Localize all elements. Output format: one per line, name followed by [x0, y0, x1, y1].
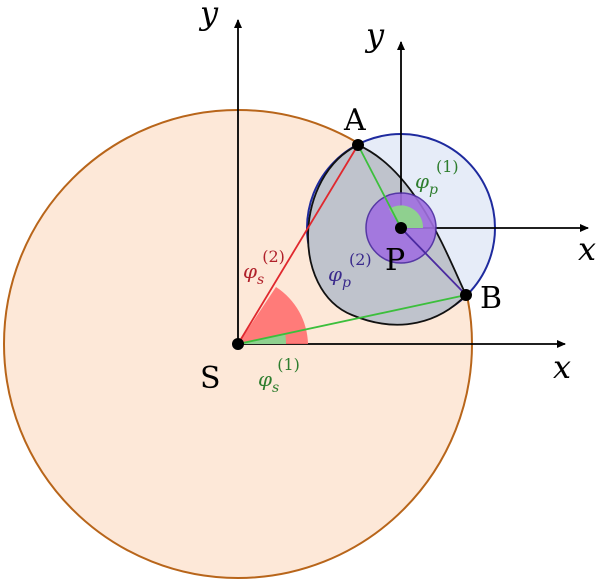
point-A — [352, 139, 364, 151]
point-P — [395, 222, 407, 234]
line-SB — [237, 294, 467, 345]
label-p-x: x — [578, 230, 596, 268]
label-s-y: y — [198, 0, 219, 32]
phi-s1-sup: (1) — [277, 355, 300, 374]
label-P: P — [385, 243, 405, 278]
phi-p2-sub: p — [342, 275, 351, 291]
phi-s2-sub: s — [257, 272, 264, 288]
point-B — [460, 289, 472, 301]
phi-s2-sup: (2) — [262, 247, 285, 266]
label-A: A — [343, 103, 366, 138]
line-SA — [237, 144, 359, 345]
phi-p2-sup: (2) — [349, 250, 372, 269]
point-S — [232, 338, 244, 350]
phi-s1-symbol: φ — [258, 367, 272, 391]
label-B: B — [480, 281, 502, 316]
label-S: S — [200, 361, 221, 396]
line-PB — [400, 227, 467, 296]
phi-s2-symbol: φ — [243, 259, 257, 283]
phi-s2-wedge — [238, 287, 308, 344]
phi-s1-sub: s — [272, 380, 279, 396]
label-phi-p2: φp (2) — [328, 250, 372, 291]
label-s-x: x — [553, 348, 571, 386]
line-PA — [357, 144, 402, 229]
phi-p1-sup: (1) — [436, 157, 459, 176]
phi-p1-symbol: φ — [415, 169, 429, 193]
label-phi-p1: φp (1) — [415, 157, 459, 198]
label-p-y: y — [364, 16, 385, 54]
label-phi-s2: φs (2) — [243, 247, 285, 288]
phi-p1-sub: p — [429, 182, 438, 198]
phi-p2-symbol: φ — [328, 262, 342, 286]
label-phi-s1: φs (1) — [258, 355, 300, 396]
